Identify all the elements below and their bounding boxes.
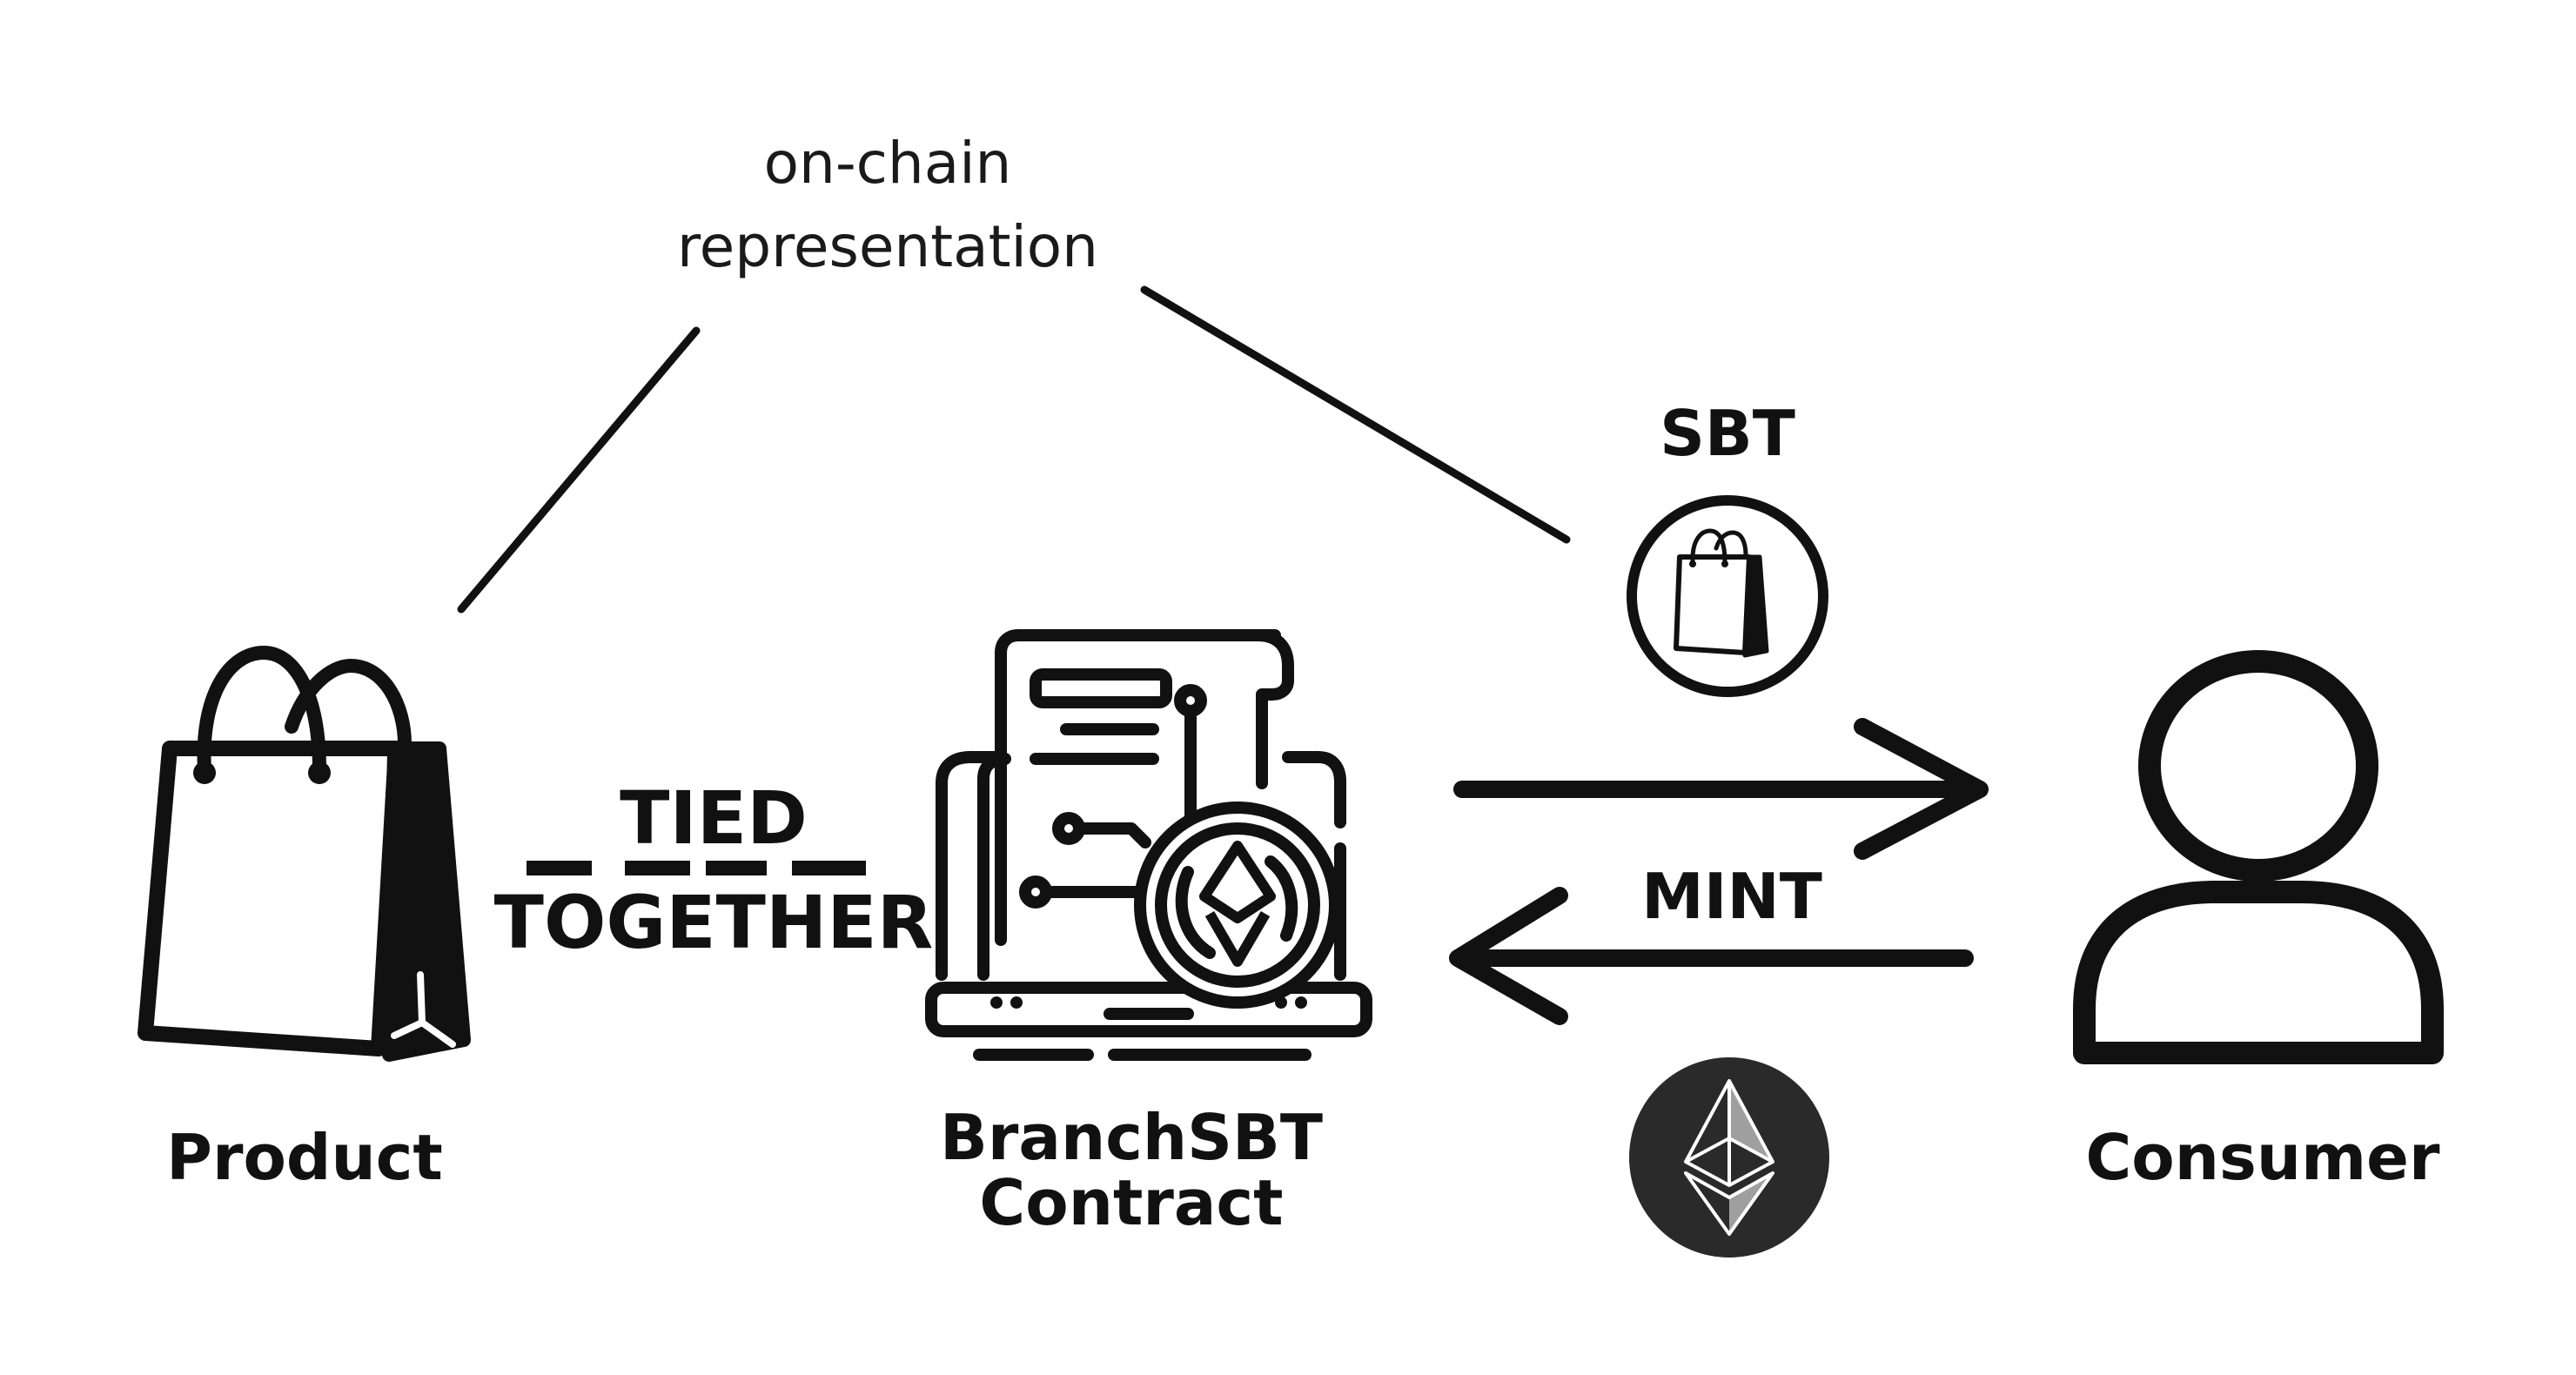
connector-to-product [457, 326, 701, 614]
shopping-bag-icon [138, 646, 471, 1062]
contract-label-line-2: Contract [979, 1166, 1284, 1239]
arrow-to-consumer [1453, 718, 1989, 860]
contract-label: BranchSBT Contract [914, 1105, 1349, 1236]
smart-contract-icon [925, 629, 1372, 1061]
annotation-line-1: on-chain [763, 130, 1012, 197]
sbt-label: SBT [1660, 397, 1795, 470]
shopping-bag-token-icon [1627, 495, 1828, 697]
arrow-to-contract [1449, 887, 1974, 1025]
contract-label-line-1: BranchSBT [939, 1101, 1323, 1174]
mint-label: MINT [1641, 860, 1822, 933]
product-label: Product [166, 1121, 443, 1194]
ethereum-coin-icon [1629, 1057, 1829, 1258]
annotation-label: on-chain representation [627, 122, 1149, 289]
annotation-line-2: representation [676, 213, 1099, 280]
tie-label-bottom: TOGETHER [493, 880, 934, 965]
tie-label-top: TIED [620, 775, 808, 861]
user-icon [2073, 650, 2444, 1064]
tie-dashes [527, 861, 866, 875]
connector-to-sbt [1140, 285, 1571, 544]
consumer-label: Consumer [2085, 1121, 2440, 1194]
